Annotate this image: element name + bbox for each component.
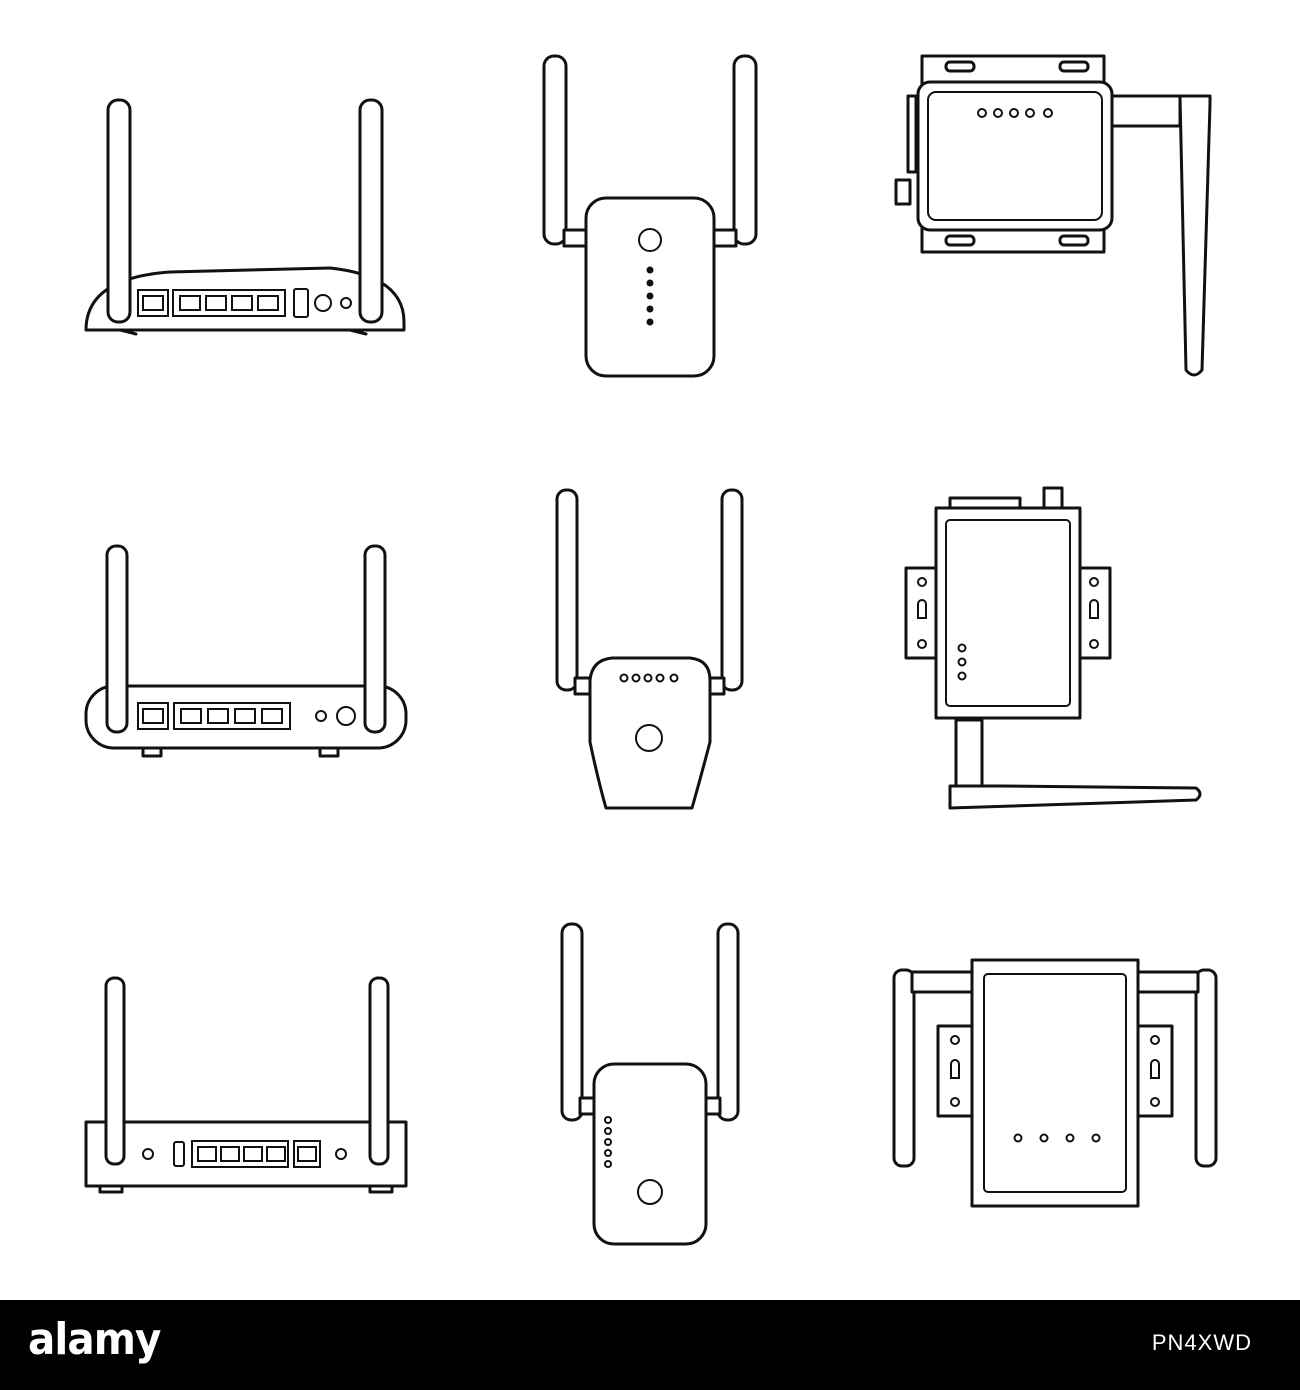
industrial-router-folded-antenna-icon: [904, 486, 1202, 810]
router-two-antenna-icon: [84, 98, 406, 336]
range-extender-icon: [542, 54, 758, 378]
router-rounded-icon: [84, 544, 408, 758]
brand-logo: alamy: [28, 1314, 161, 1365]
extender-tapered-icon: [555, 488, 744, 810]
image-id-label: PN4XWD: [1151, 1330, 1252, 1355]
icon-sheet: [84, 54, 1218, 1246]
stock-footer-bar: alamy PN4XWD: [0, 1300, 1300, 1390]
industrial-router-dual-antenna-icon: [892, 958, 1218, 1208]
extender-side-leds-icon: [560, 922, 740, 1246]
router-box-icon: [84, 976, 408, 1194]
industrial-router-side-antenna-icon: [894, 54, 1212, 377]
